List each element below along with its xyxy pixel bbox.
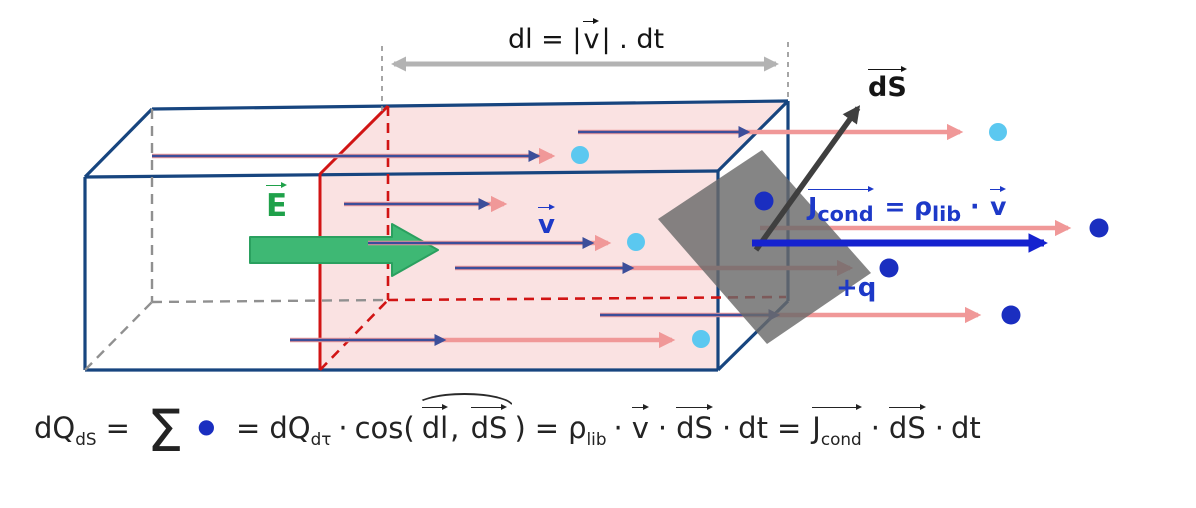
j-letter: J [812, 411, 821, 445]
equals-sign: = [776, 411, 802, 445]
cond-sub: cond [820, 428, 862, 449]
dQ-dS-term: dQdS [34, 411, 97, 447]
charge-dot-crossed [1001, 305, 1021, 325]
dot-operator: · [657, 411, 668, 445]
charge-dot-crossed [1089, 218, 1109, 238]
v-vector: v [536, 204, 557, 240]
charge-dot-inside [692, 330, 710, 348]
charge-drift-arrows [152, 126, 781, 346]
equals-sign: = [884, 192, 906, 221]
charge-flux-formula: dQdS = Σ ● = dQdτ · cos( dl, dS ) = ρlib… [34, 392, 981, 460]
charge-dot-crossed [879, 258, 899, 278]
dot-operator: · [338, 411, 348, 445]
dot-operator: · [969, 192, 980, 221]
box-edge-top-front [84, 169, 719, 179]
jcond-label: Jcond = ρlib · v [806, 186, 1008, 225]
cos-close: ) [514, 411, 526, 445]
e-field-label: E [264, 182, 289, 223]
ds-vector: dS [674, 404, 715, 445]
dQ: dQ [269, 411, 311, 445]
e-vector: E [264, 182, 289, 223]
v-letter: v [538, 210, 555, 240]
dl-measure-post: | . dt [601, 24, 665, 55]
jcond-vector: Jcond [806, 186, 876, 224]
dot-operator: · [613, 411, 623, 445]
cross-section-top-edge [318, 104, 390, 176]
box-edge-top-back [151, 99, 789, 111]
ds-letters: dS [868, 72, 907, 103]
angle-hat: dl, dS [414, 393, 515, 445]
ds-vector: dS [887, 404, 928, 445]
dtau-sub: dτ [310, 428, 332, 449]
dl-measure-label: dl = |v| . dt [436, 18, 736, 55]
conductor-box-hidden-edges [84, 109, 389, 371]
dl-measure-pre: dl = | [507, 24, 582, 55]
v-vector: v [581, 18, 601, 55]
dt-term: dt [738, 411, 768, 445]
rho-letter: ρ [914, 192, 933, 221]
charge-dot-crossed [754, 191, 774, 211]
dl-measurement [381, 42, 789, 112]
velocity-label: v [536, 204, 557, 240]
e-field-arrow [249, 223, 439, 277]
rho-letter: ρ [568, 411, 587, 445]
j-cond-sub: cond [817, 202, 874, 226]
dl-letters: dl [421, 411, 449, 445]
dQ: dQ [34, 411, 76, 445]
box-hidden-edge-bottomleft-depth [84, 301, 153, 371]
equals-sign: = [105, 411, 130, 445]
v-letter: v [583, 24, 600, 55]
ds-vector: dS [866, 66, 909, 103]
comma: , [450, 411, 460, 445]
ds-normal-arrow [753, 105, 861, 252]
rho-lib-term: ρlib [568, 411, 606, 447]
dt-term: dt [950, 411, 981, 445]
charge-dot-inside [627, 233, 645, 251]
swept-volume-hidden-bottom-edge [387, 295, 787, 302]
plus-q-label: +q [836, 274, 876, 303]
v-vector: v [630, 404, 651, 445]
ds-letters: dS [470, 411, 508, 445]
dot-operator: · [934, 411, 944, 445]
ds-letters: dS [676, 411, 713, 445]
charge-bullet: ● [197, 414, 216, 438]
dl-vector: dl [420, 404, 450, 445]
ds-vector: dS [469, 404, 510, 445]
dQ-dtau-term: dQdτ [269, 411, 331, 447]
sum-symbol: Σ [146, 397, 184, 465]
rho-lib-sub: lib [932, 202, 962, 226]
cos-open: cos( [354, 411, 415, 445]
swept-volume-front-face [320, 171, 718, 370]
v-letter: v [631, 411, 649, 445]
v-vector: v [988, 186, 1008, 221]
e-letter: E [266, 188, 288, 224]
box-edge-topleft-depth [83, 107, 154, 179]
dS-sub: dS [75, 428, 97, 449]
lib-sub: lib [586, 428, 607, 449]
swept-volume-top-face [320, 101, 788, 174]
box-edge-topright-depth [716, 99, 790, 173]
cross-section [318, 104, 787, 371]
dot-operator: · [870, 411, 880, 445]
charge-dot-inside [989, 123, 1007, 141]
plus-q-text: +q [836, 273, 877, 303]
equals-sign: = [534, 411, 560, 445]
ds-letters: dS [888, 411, 926, 445]
surface-element-dS [658, 150, 871, 344]
dot-operator: · [721, 411, 732, 445]
v-letter: v [990, 192, 1007, 221]
equals-sign: = [236, 411, 261, 445]
ds-label: dS [866, 66, 909, 103]
box-hidden-edge-bottom-back [151, 298, 389, 304]
charge-dot-inside [571, 146, 589, 164]
free-charges [571, 123, 1109, 348]
rho-lib: ρlib [914, 192, 961, 225]
jcond-vector: Jcond [810, 404, 863, 447]
j-letter: J [808, 192, 818, 221]
